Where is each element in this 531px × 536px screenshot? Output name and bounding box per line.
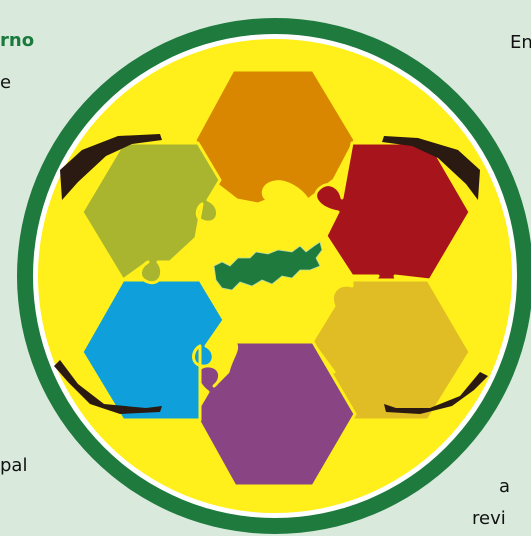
text-fragment-right: En [510,32,531,53]
hand-icon [384,372,488,414]
map-icon [213,241,323,291]
text-fragment-bottom-right-1: a [499,476,511,497]
hands-group [54,134,488,414]
heading-fragment: rno [0,30,35,51]
olive-puzzle-piece-icon [80,141,222,285]
text-fragment-bottom-left: pal [0,455,28,476]
orange-puzzle-piece-icon [193,68,357,206]
blue-puzzle-piece-icon [80,278,226,422]
hand-icon [60,134,162,200]
purple-puzzle-piece-icon [193,340,357,488]
text-fragment-left: e [0,72,12,93]
hand-icon [382,136,480,200]
text-fragment-bottom-right-2: revi [472,508,506,529]
hand-icon [54,360,162,414]
